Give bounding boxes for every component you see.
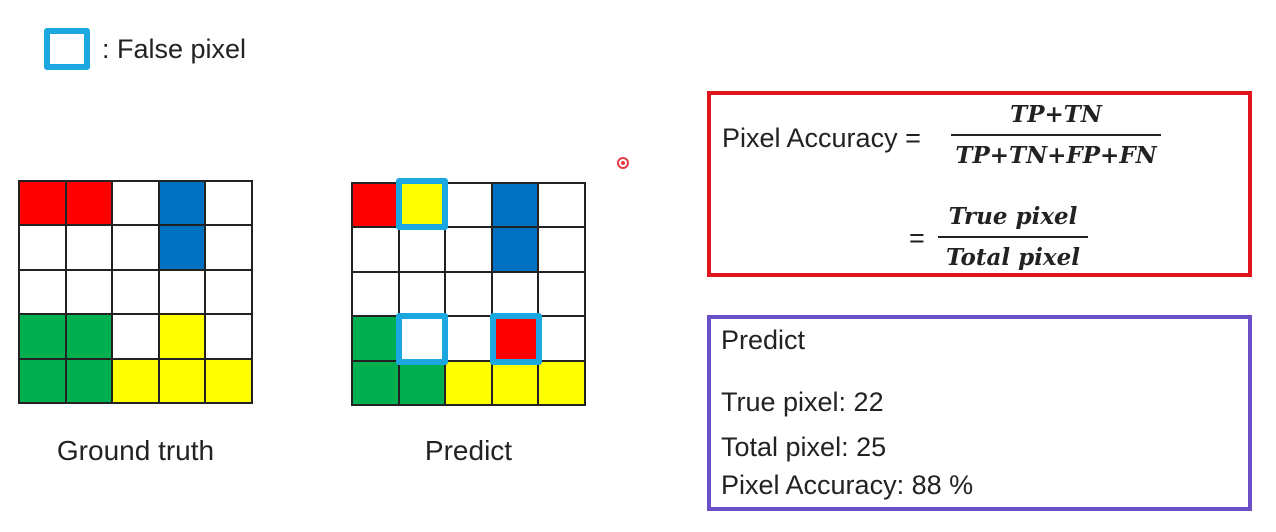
gt-cell-4-1 [65, 358, 113, 403]
gt-cell-1-1 [65, 225, 113, 270]
gt-cell-0-3 [158, 181, 206, 226]
pred-cell-4-4 [538, 360, 585, 405]
pred-cell-4-0 [352, 360, 399, 405]
pred-cell-1-0 [352, 227, 399, 272]
gt-cell-2-1 [65, 269, 113, 315]
gt-cell-0-1 [65, 181, 113, 226]
gt-cell-0-4 [205, 181, 252, 226]
gt-cell-2-2 [112, 269, 159, 315]
false-pixel-marker [489, 312, 542, 365]
gt-cell-2-4 [205, 269, 252, 315]
legend: : False pixel [44, 23, 246, 75]
pred-cell-1-2 [445, 227, 492, 272]
pixel-accuracy-formula-box: Pixel Accuracy = TP+TN TP+TN+FP+FN = Tru… [707, 91, 1252, 277]
ground-truth-label: Ground truth [56, 435, 215, 466]
pred-cell-2-4 [538, 271, 585, 317]
gt-cell-1-3 [158, 225, 206, 270]
gt-cell-4-4 [205, 358, 252, 403]
gt-cell-4-0 [19, 358, 66, 403]
prediction-label: Predict [424, 435, 513, 466]
pred-cell-2-0 [352, 271, 399, 317]
formula-numerator: TP+TN [1010, 101, 1102, 128]
false-pixel-swatch [44, 28, 90, 70]
formula-numerator-2: True pixel [948, 203, 1078, 230]
gt-cell-1-0 [19, 225, 66, 270]
pred-cell-1-4 [538, 227, 585, 272]
pred-cell-0-3 [491, 183, 539, 228]
formula-prefix: Pixel Accuracy = [722, 123, 921, 153]
pred-cell-0-0 [352, 183, 399, 228]
ground-truth-grid [18, 180, 253, 404]
pred-cell-2-3 [491, 271, 539, 317]
legend-text: : False pixel [102, 33, 247, 64]
gt-cell-2-3 [158, 269, 206, 315]
fraction-bar-2 [938, 236, 1088, 238]
gt-cell-3-1 [65, 314, 113, 359]
predict-box-title: Predict [721, 325, 806, 355]
pred-cell-4-3 [491, 360, 539, 405]
formula-denominator: TP+TN+FP+FN [955, 142, 1157, 169]
formula-equals: = [909, 223, 925, 253]
pred-cell-1-1 [398, 227, 446, 272]
predict-result-box: Predict True pixel: 22 Total pixel: 25 P… [707, 315, 1252, 511]
total-pixel-count: Total pixel: 25 [721, 432, 887, 462]
gt-cell-0-0 [19, 181, 66, 226]
pred-cell-2-2 [445, 271, 492, 317]
gt-cell-3-0 [19, 314, 66, 359]
false-pixel-marker [395, 178, 448, 231]
formula-fraction-tp-tn: TP+TN TP+TN+FP+FN [951, 101, 1161, 169]
pred-cell-2-1 [398, 271, 446, 317]
pred-cell-0-2 [445, 183, 492, 228]
formula-fraction-true-total: True pixel Total pixel [938, 203, 1088, 271]
pixel-accuracy-value: Pixel Accuracy: 88 % [721, 470, 974, 500]
pred-cell-0-4 [538, 183, 585, 228]
gt-cell-4-3 [158, 358, 206, 403]
pred-cell-3-4 [538, 316, 585, 361]
gt-cell-4-2 [112, 358, 159, 403]
gt-cell-1-4 [205, 225, 252, 270]
gt-cell-1-2 [112, 225, 159, 270]
pred-cell-4-1 [398, 360, 446, 405]
gt-cell-3-4 [205, 314, 252, 359]
pointer-dot-icon [617, 157, 629, 169]
false-pixel-marker [395, 312, 448, 365]
gt-cell-3-2 [112, 314, 159, 359]
pred-cell-3-2 [445, 316, 492, 361]
pred-cell-3-0 [352, 316, 399, 361]
gt-cell-2-0 [19, 269, 66, 315]
prediction-grid [351, 182, 586, 406]
gt-cell-3-3 [158, 314, 206, 359]
true-pixel-count: True pixel: 22 [721, 387, 884, 417]
formula-denominator-2: Total pixel [946, 244, 1080, 271]
gt-cell-0-2 [112, 181, 159, 226]
pred-cell-1-3 [491, 227, 539, 272]
fraction-bar [951, 134, 1161, 136]
pred-cell-4-2 [445, 360, 492, 405]
